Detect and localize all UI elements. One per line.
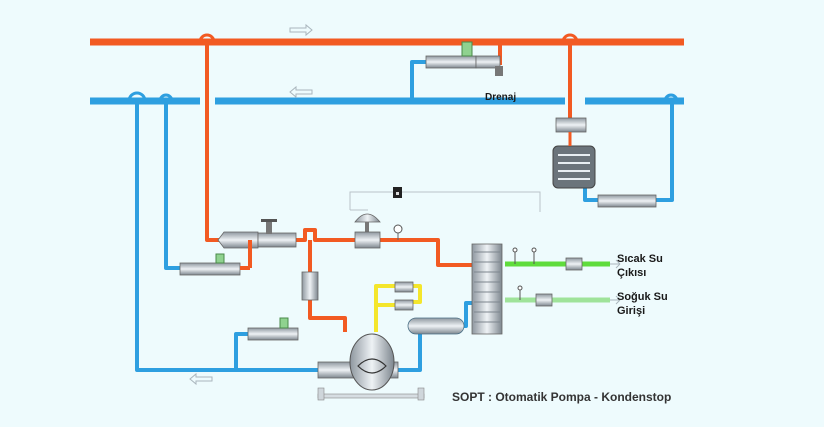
pressure-gauge-icon	[393, 224, 403, 240]
cold-water-label-line1: Soğuk Su	[617, 291, 668, 303]
flow-arrow-icon	[189, 23, 313, 386]
cold-water-label-line2: Girişi	[617, 305, 645, 317]
valve-icon	[257, 219, 297, 248]
cold-water-line	[505, 295, 621, 305]
drain-trap-station	[425, 41, 503, 76]
valve-icon	[247, 271, 414, 341]
control-valve-icon	[354, 213, 381, 249]
hot-water-label-line2: Çıkısı	[617, 267, 646, 279]
flash-tank-icon	[407, 317, 465, 335]
steam-trap-icon	[597, 194, 657, 208]
unit-heater-icon	[552, 117, 596, 189]
hot-water-line	[505, 259, 621, 269]
flash-lines	[374, 284, 422, 332]
control-signal-lines	[349, 188, 541, 212]
pump-trap-icon	[317, 333, 425, 401]
return-lines	[135, 60, 674, 372]
valve-icon	[535, 257, 583, 307]
drain-label: Drenaj	[485, 92, 516, 103]
steam-trap-icon	[179, 240, 252, 276]
thermometer-icon	[512, 247, 537, 300]
diagram-caption: SOPT : Otomatik Pompa - Kondenstop	[452, 390, 671, 404]
hot-water-label-line1: Sıcak Su	[617, 253, 663, 265]
heat-exchanger-icon	[471, 243, 503, 335]
pipe-loop-icon	[127, 33, 679, 102]
steam-lines	[205, 42, 572, 332]
